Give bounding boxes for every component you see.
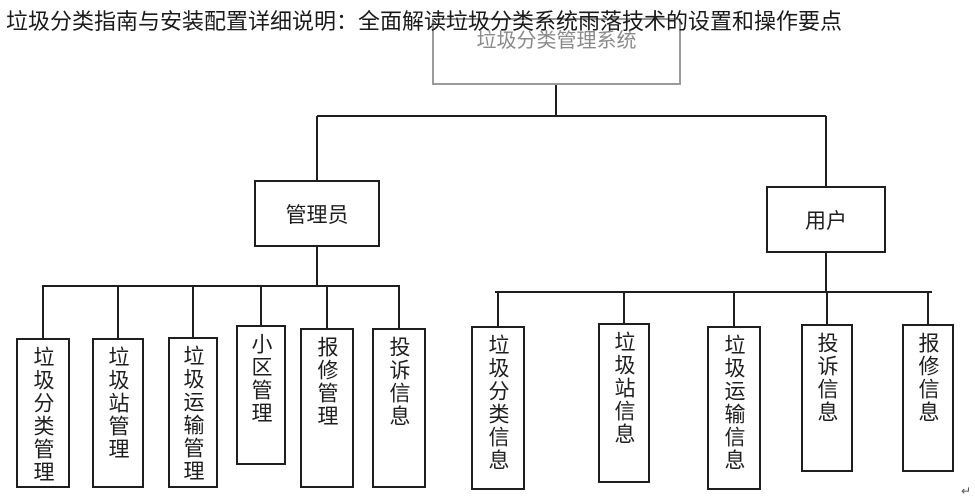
admin-child-repair-mgmt: 报修管理 (300, 328, 354, 488)
admin-child-label: 垃圾分类管理 (31, 346, 55, 484)
user-child-sorting-info: 垃圾分类信息 (471, 326, 525, 490)
user-child-label: 垃圾分类信息 (486, 334, 510, 472)
admin-child-label: 小区管理 (249, 333, 273, 425)
admin-child-label: 垃圾运输管理 (181, 345, 205, 483)
user-child-label: 垃圾站信息 (612, 331, 636, 446)
user-child-station-info: 垃圾站信息 (598, 323, 650, 483)
user-child-label: 报修信息 (916, 332, 940, 424)
user-child-label: 垃圾运输信息 (722, 334, 746, 472)
user-node-label: 用户 (805, 208, 847, 233)
admin-child-label: 垃圾站管理 (106, 346, 130, 461)
user-child-complaint-info: 投诉信息 (801, 324, 853, 472)
admin-child-label: 报修管理 (315, 336, 339, 428)
page-headline: 垃圾分类指南与安装配置详细说明：全面解读垃圾分类系统雨落技术的设置和操作要点 (6, 10, 843, 35)
user-child-repair-info: 报修信息 (902, 324, 954, 472)
user-child-label: 投诉信息 (815, 332, 839, 424)
admin-child-community-mgmt: 小区管理 (236, 325, 286, 465)
admin-child-garbage-sorting-mgmt: 垃圾分类管理 (16, 338, 70, 488)
admin-child-transport-mgmt: 垃圾运输管理 (168, 337, 218, 488)
admin-node: 管理员 (254, 180, 380, 247)
admin-child-station-mgmt: 垃圾站管理 (92, 338, 144, 488)
root-node: 垃圾分类管理系统 (432, 18, 681, 85)
root-node-label: 垃圾分类管理系统 (476, 28, 637, 52)
user-node: 用户 (766, 186, 886, 253)
user-child-transport-info: 垃圾运输信息 (707, 326, 761, 490)
admin-node-label: 管理员 (285, 202, 349, 227)
admin-child-complaint-info: 投诉信息 (372, 328, 426, 488)
return-mark-icon: ↵ (960, 484, 971, 498)
admin-child-label: 投诉信息 (387, 336, 411, 428)
